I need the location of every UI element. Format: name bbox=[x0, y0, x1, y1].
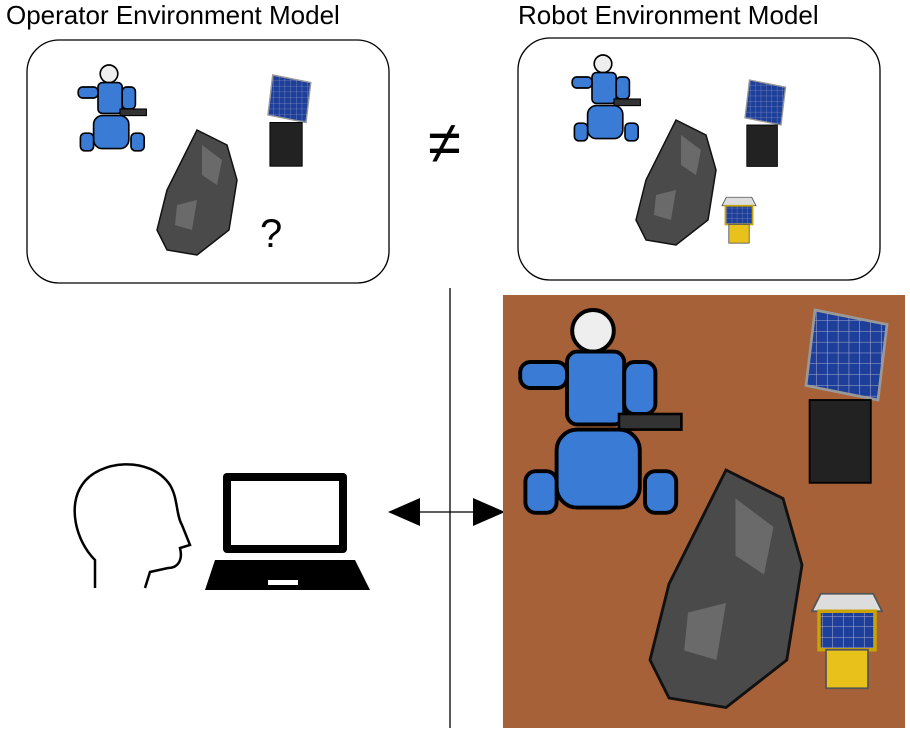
robot-model-box bbox=[517, 37, 881, 281]
operator-robot-icon bbox=[77, 64, 148, 152]
human-head-icon bbox=[73, 463, 192, 589]
not-equal-symbol: ≠ bbox=[428, 109, 461, 176]
robot-model-robot-icon bbox=[571, 54, 642, 142]
robot-model-solar-panel-icon bbox=[744, 79, 787, 168]
real-environment-photo bbox=[503, 295, 905, 728]
robot-model-title: Robot Environment Model bbox=[518, 0, 819, 30]
operator-rock-icon bbox=[156, 129, 238, 256]
robot-model-rock-icon bbox=[635, 119, 717, 246]
operator-model-title: Operator Environment Model bbox=[6, 0, 340, 30]
operator-model-box bbox=[26, 39, 390, 284]
robot-model-rover-icon bbox=[721, 196, 757, 244]
operator-solar-panel-icon bbox=[267, 74, 312, 167]
bidirectional-arrow bbox=[388, 498, 505, 526]
laptop-icon bbox=[205, 473, 370, 590]
unknown-question-mark: ? bbox=[260, 212, 283, 256]
